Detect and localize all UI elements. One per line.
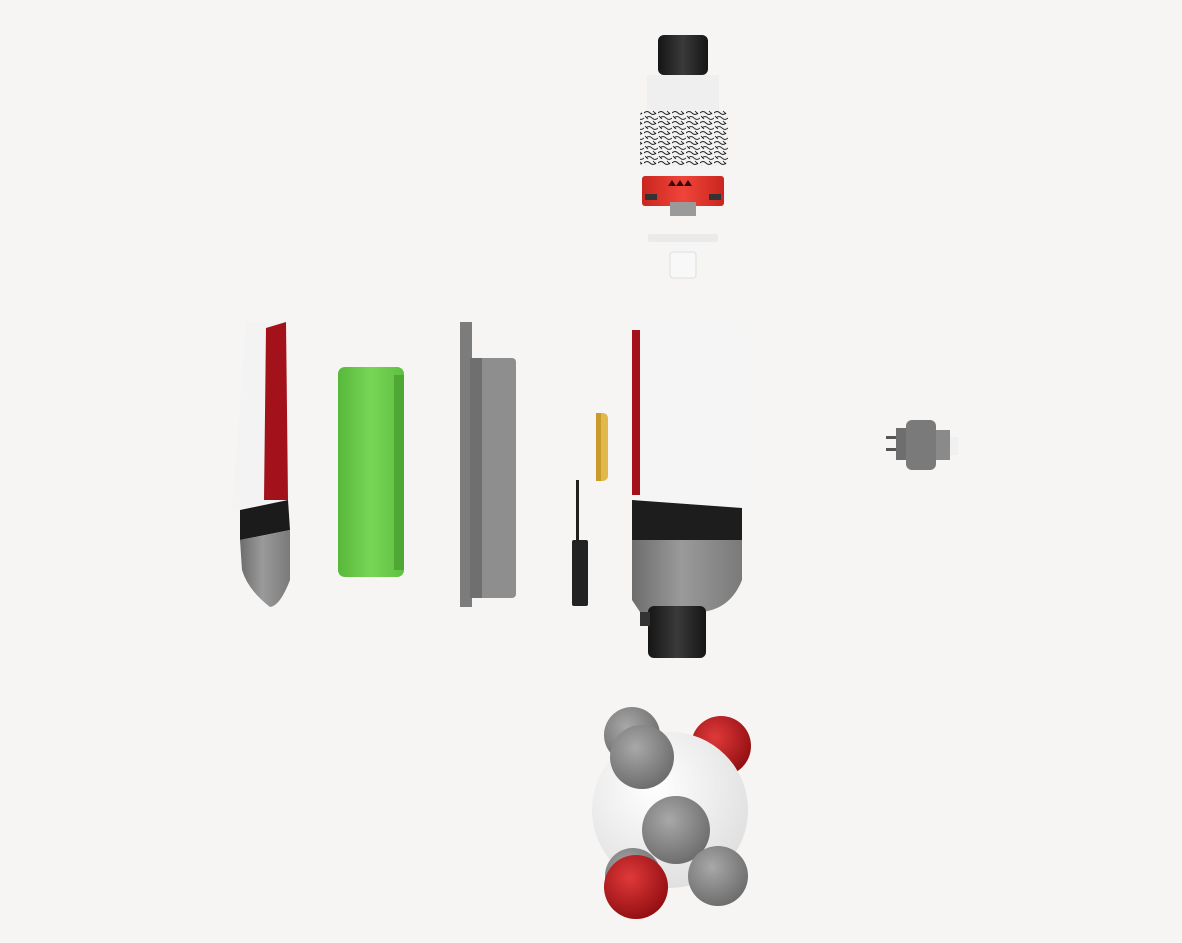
atomizer-tank	[640, 35, 728, 216]
contact-pin	[596, 413, 608, 481]
battery-cell	[338, 367, 404, 577]
side-cover-panel	[232, 322, 290, 607]
chassis-plate	[460, 322, 516, 607]
molecule-model	[592, 707, 751, 919]
drip-tip-adapter	[648, 234, 718, 278]
main-body	[632, 322, 760, 658]
circuit-board	[572, 480, 588, 606]
fire-button	[886, 420, 958, 470]
